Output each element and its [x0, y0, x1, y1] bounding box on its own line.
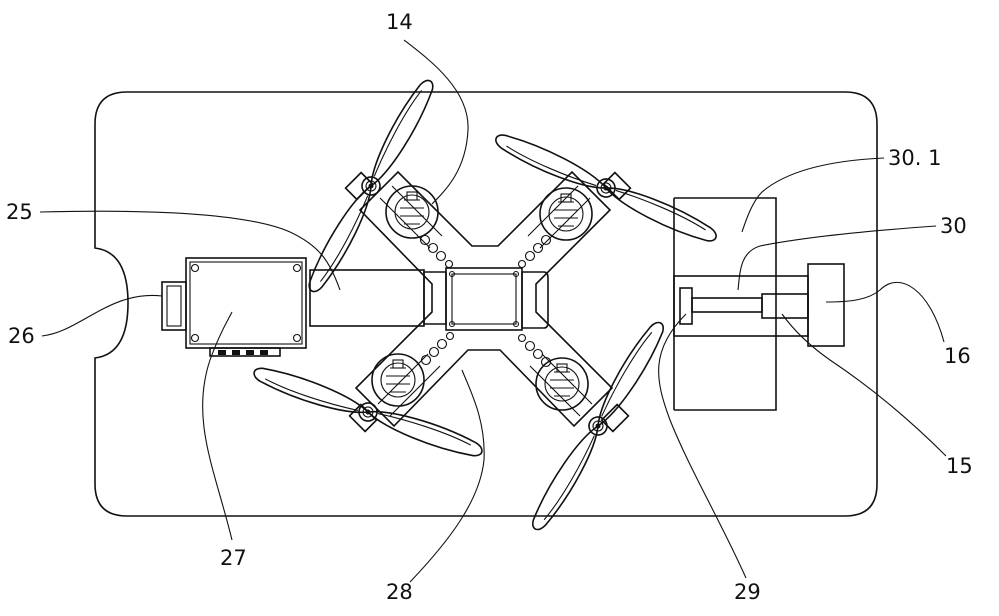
- base-plate: [94, 91, 878, 517]
- part-15-block: [761, 293, 809, 319]
- label-26: 26: [8, 324, 35, 348]
- part-29-slider: [679, 287, 763, 325]
- part-26-block: [161, 281, 187, 331]
- drone-x-frame: [354, 170, 614, 428]
- motor-mounts: [344, 171, 632, 433]
- propeller-bottom-right: [524, 317, 672, 535]
- part-25-block: [309, 269, 425, 327]
- label-30-1: 30. 1: [888, 146, 942, 170]
- label-25: 25: [6, 200, 33, 224]
- leader-lines: [39, 39, 947, 583]
- label-28: 28: [386, 580, 413, 604]
- label-16: 16: [944, 344, 971, 368]
- label-29: 29: [734, 580, 761, 604]
- part-16-actuator: [807, 263, 845, 347]
- label-27: 27: [220, 546, 247, 570]
- arm-holes: [377, 185, 593, 417]
- propeller-top-left: [300, 75, 442, 297]
- part-30-frame: [673, 197, 809, 411]
- propeller-top-right: [491, 126, 721, 250]
- label-30: 30: [940, 214, 967, 238]
- label-14: 14: [386, 10, 413, 34]
- part-27-box: [185, 257, 307, 357]
- motor-bottom-right: [535, 357, 589, 411]
- label-15: 15: [946, 454, 973, 478]
- motor-bottom-left: [371, 353, 425, 407]
- drone-body: [423, 267, 549, 331]
- motor-top-right: [539, 187, 593, 241]
